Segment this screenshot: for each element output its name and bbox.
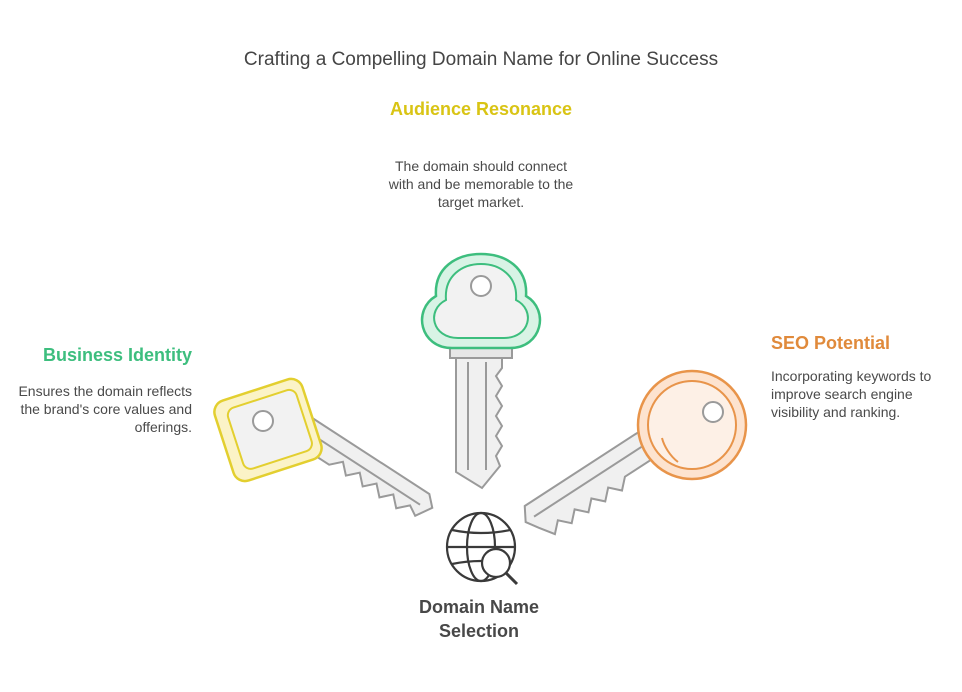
business-key xyxy=(213,377,434,518)
diagram-title: Crafting a Compelling Domain Name for On… xyxy=(243,49,719,70)
audience-key xyxy=(420,252,542,490)
business-identity-description: Ensures the domain reflects the brand's … xyxy=(18,383,192,435)
center-label: Domain Name Selection xyxy=(418,597,540,641)
business-identity-heading: Business Identity xyxy=(42,345,192,365)
audience-resonance-heading: Audience Resonance xyxy=(389,99,573,119)
globe-search-icon xyxy=(445,511,519,586)
audience-resonance-description: The domain should connect with and be me… xyxy=(388,158,574,210)
seo-potential-description: Incorporating keywords to improve search… xyxy=(771,368,932,420)
seo-potential-heading: SEO Potential xyxy=(771,333,891,353)
seo-key xyxy=(523,369,748,536)
